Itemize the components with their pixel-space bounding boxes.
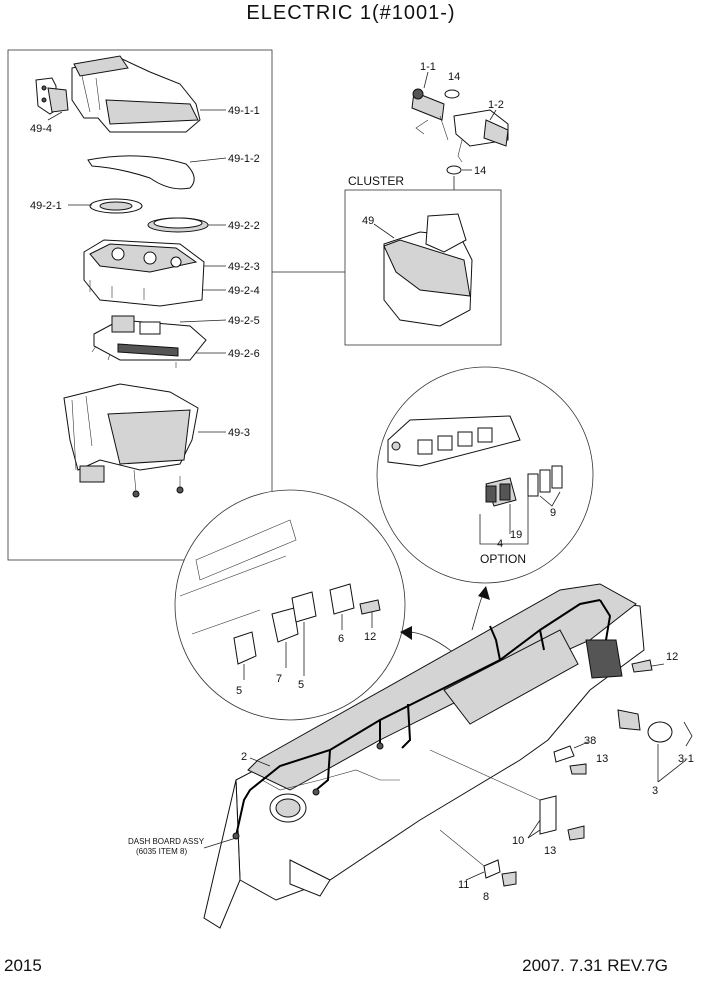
bolt-13b xyxy=(567,825,585,841)
callout-13-upper: 13 xyxy=(596,753,608,765)
dash-board-assy xyxy=(203,583,645,929)
callout-49: 49 xyxy=(362,215,374,227)
part-49-1-1-upper-housing xyxy=(71,55,201,133)
part-49-1-2-lens xyxy=(87,155,195,190)
part-49-2-5-board xyxy=(91,315,207,368)
callout-49-4: 49-4 xyxy=(30,123,52,135)
callout-49-3: 49-3 xyxy=(228,427,250,439)
callout-12-right: 12 xyxy=(666,651,678,663)
callout-5-left: 5 xyxy=(236,685,242,697)
cluster-label: CLUSTER xyxy=(348,174,404,188)
callout-3: 3 xyxy=(652,785,658,797)
part-49-4-bracket xyxy=(35,77,69,115)
callout-14-upper: 14 xyxy=(448,71,460,83)
callout-49-1-2: 49-1-2 xyxy=(228,153,260,165)
page-title: ELECTRIC 1(#1001-) xyxy=(246,2,456,24)
bracket-10 xyxy=(539,795,557,835)
clamp-11 xyxy=(483,859,501,879)
part-14-o-ring-lower xyxy=(446,165,462,175)
relay-6 xyxy=(329,583,355,615)
callout-2: 2 xyxy=(241,751,247,763)
bolt-13a xyxy=(569,763,587,775)
callout-49-1-1: 49-1-1 xyxy=(228,105,260,117)
part-49-2-3-frame xyxy=(83,239,205,307)
callout-3-1: 3-1 xyxy=(678,753,694,765)
callout-49-2-1: 49-2-1 xyxy=(30,200,62,212)
revision-date: 2007. 7.31 REV.7G xyxy=(522,956,668,975)
relay-7 xyxy=(271,607,299,643)
relay-detail-circle xyxy=(174,489,406,721)
dash-board-label: DASH BOARD ASSY xyxy=(128,837,205,846)
dash-board-ref: (6035 ITEM 8) xyxy=(136,847,187,856)
ignition-switch-3 xyxy=(617,709,693,747)
cluster-exploded-box xyxy=(7,49,345,561)
callout-12-relay: 12 xyxy=(364,631,376,643)
option-detail-circle xyxy=(376,366,594,584)
control-unit-12 xyxy=(585,639,623,679)
clip-38 xyxy=(553,745,575,763)
part-49-3-lower-housing xyxy=(63,383,199,498)
callout-13-lower: 13 xyxy=(544,845,556,857)
callout-49-2-6: 49-2-6 xyxy=(228,348,260,360)
bolt-12 xyxy=(631,659,653,673)
callout-9: 9 xyxy=(550,507,556,519)
part-14-o-ring-upper xyxy=(444,89,460,99)
cluster-box xyxy=(344,189,502,346)
relay-5a xyxy=(233,631,257,665)
part-1-1-lever xyxy=(411,88,449,141)
page-number: 2015 xyxy=(4,956,42,975)
callout-38: 38 xyxy=(584,735,596,747)
callout-11: 11 xyxy=(458,879,469,891)
callout-5-right: 5 xyxy=(298,679,304,691)
wire-harness-2 xyxy=(232,599,612,840)
relay-5b xyxy=(291,591,317,623)
option-label: OPTION xyxy=(480,552,526,566)
callout-49-2-3: 49-2-3 xyxy=(228,261,260,273)
callout-8: 8 xyxy=(483,891,489,903)
callout-6: 6 xyxy=(338,633,344,645)
callout-4: 4 xyxy=(497,538,503,550)
bolt-8 xyxy=(501,871,517,887)
callout-7: 7 xyxy=(276,673,282,685)
part-49-2-2-gauge xyxy=(147,217,209,233)
callout-49-2-5: 49-2-5 xyxy=(228,315,260,327)
callout-1-1: 1-1 xyxy=(420,61,436,73)
callout-49-2-4: 49-2-4 xyxy=(228,285,260,297)
callout-14-lower: 14 xyxy=(474,165,486,177)
part-1-2-lever xyxy=(453,109,509,163)
callout-10: 10 xyxy=(512,835,524,847)
callout-1-2: 1-2 xyxy=(488,99,504,111)
callout-49-2-2: 49-2-2 xyxy=(228,220,260,232)
callout-19: 19 xyxy=(510,529,522,541)
part-49-2-1-ring xyxy=(89,198,143,214)
